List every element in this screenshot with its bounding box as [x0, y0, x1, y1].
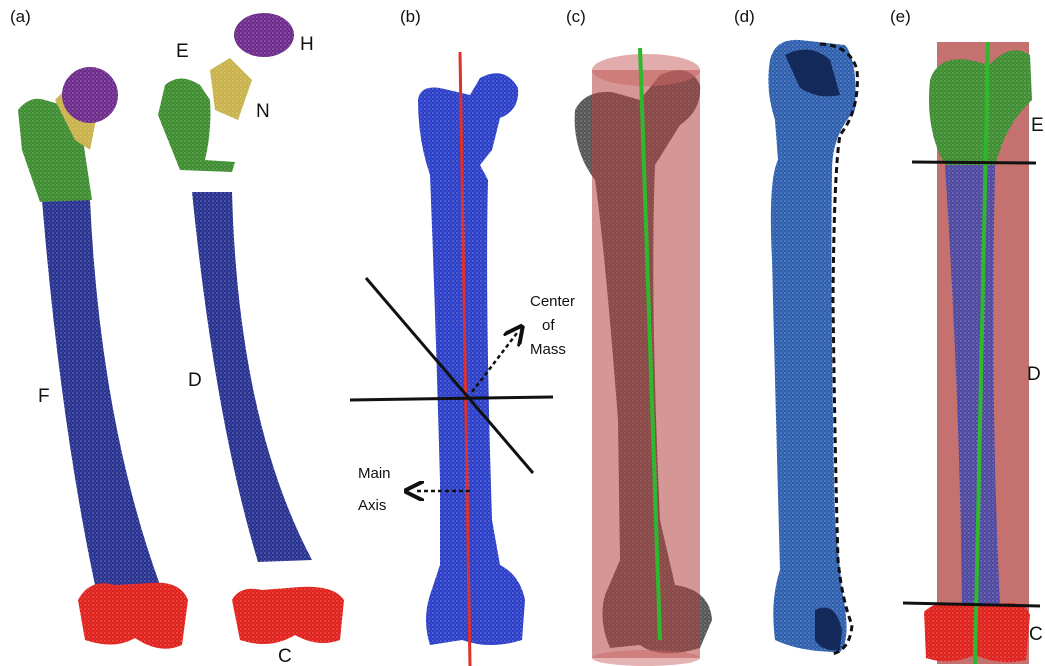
panel-d: (d): [734, 7, 857, 654]
panel-label-c: (c): [566, 7, 586, 26]
center-label-line1: Center: [530, 293, 575, 310]
panel-b: (b) Center of Mass Main Axis: [350, 7, 575, 666]
axis-label-line2: Axis: [358, 497, 386, 514]
center-of-mass-horizontal: [350, 397, 553, 400]
axis-label-line1: Main: [358, 465, 391, 482]
segment-label-N: N: [256, 101, 270, 122]
bounding-cylinder-c: [592, 70, 700, 658]
panel-label-d: (d): [734, 7, 755, 26]
cut-line-upper: [912, 162, 1036, 163]
panel-e: (e) E D C: [890, 7, 1044, 664]
panel-a-exploded: H N E D C: [158, 13, 344, 666]
segment-label-D-e: D: [1027, 364, 1041, 385]
segment-label-D: D: [188, 370, 202, 391]
segment-label-F: F: [38, 386, 50, 407]
segment-label-E: E: [176, 41, 189, 62]
segment-label-C-e: C: [1029, 624, 1043, 645]
center-label-line3: Mass: [530, 341, 566, 358]
panel-c: (c): [566, 7, 712, 666]
segment-label-E-e: E: [1031, 115, 1044, 136]
panel-label-b: (b): [400, 7, 421, 26]
segment-label-H: H: [300, 34, 314, 55]
panel-label-a: (a): [10, 7, 31, 26]
segment-label-C: C: [278, 646, 292, 666]
panel-label-e: (e): [890, 7, 911, 26]
center-label-line2: of: [542, 317, 555, 334]
